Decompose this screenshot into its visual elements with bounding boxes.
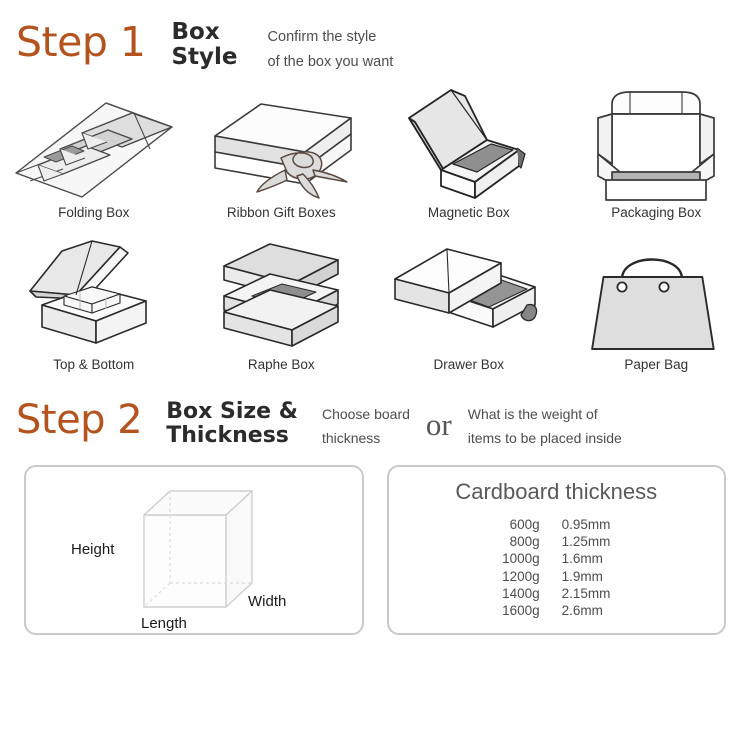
thickness-row: 1400g 2.15mm: [502, 585, 610, 602]
cardboard-thickness-table: 600g 0.95mm 800g 1.25mm 1000g 1.6mm 1200g 1.9mm…: [502, 516, 610, 620]
ribbon-gift-box-art: [188, 88, 376, 206]
cardboard-thickness-panel[interactable]: Cardboard thickness 600g 0.95mm 800g 1.25mm…: [386, 464, 726, 635]
step-1-header: Step 1 Box Style Confirm the style of th…: [0, 0, 750, 76]
thickness-row: 1200g 1.9mm: [502, 568, 610, 585]
magnetic-box-art: [375, 88, 563, 206]
box-style-option-packaging-box[interactable]: Packaging Box: [563, 88, 750, 240]
thickness-row: 600g 0.95mm: [502, 516, 611, 533]
box-style-caption: Raphe Box: [247, 356, 315, 372]
thickness-row-thickness: 1.6mm: [561, 551, 603, 567]
box-style-option-paper-bag[interactable]: Paper Bag: [563, 240, 750, 392]
box-style-caption: Drawer Box: [433, 356, 505, 372]
raphe-box-icon: [223, 242, 340, 347]
paper-bag-art: [563, 240, 750, 358]
thickness-row-thickness: 1.9mm: [561, 568, 603, 584]
top-bottom-box-art: [0, 239, 188, 358]
thickness-row-weight: 1600g: [502, 603, 540, 619]
step-2-desc-a-line-1: Choose board: [321, 405, 410, 422]
drawer-box-icon: [393, 247, 537, 328]
dimension-label-length: Length: [141, 614, 187, 632]
folding-box-icon: [15, 102, 173, 198]
thickness-row-weight: 600g: [509, 516, 540, 532]
box-style-option-ribbon-gift-boxes[interactable]: Ribbon Gift Boxes: [188, 88, 376, 240]
thickness-row-thickness: 1.25mm: [561, 534, 611, 550]
thickness-row-thickness: 2.15mm: [561, 585, 611, 601]
step-2-header: Step 2 Box Size & Thickness Choose board…: [0, 392, 750, 451]
thickness-row: 1000g 1.6mm: [502, 550, 610, 567]
cube-wireframe-icon: [143, 490, 253, 608]
thickness-row-weight: 1400g: [502, 585, 540, 601]
paper-bag-icon: [591, 258, 715, 350]
drawer-box-art: [375, 240, 563, 358]
step-2-desc-b-line-2: items to be placed inside: [467, 430, 622, 447]
thickness-row-weight: 800g: [509, 534, 540, 550]
step-2-desc-a-line-2: thickness: [321, 430, 381, 447]
box-style-option-magnetic-box[interactable]: Magnetic Box: [375, 88, 563, 240]
box-style-caption: Paper Bag: [624, 356, 689, 372]
raphe-box-art: [188, 240, 376, 358]
box-style-caption: Magnetic Box: [427, 204, 510, 220]
step-1-desc-line-2: of the box you want: [267, 54, 394, 71]
box-style-caption: Folding Box: [58, 204, 130, 220]
step-1-title: Box Style: [171, 20, 237, 70]
top-bottom-box-icon: [28, 239, 147, 344]
step-2-label: Step 2: [16, 396, 143, 443]
thickness-row-weight: 1200g: [502, 568, 540, 584]
step-1-label: Step 1: [16, 18, 146, 66]
box-style-option-raphe-box[interactable]: Raphe Box: [188, 240, 376, 392]
thickness-row: 800g 1.25mm: [502, 533, 611, 550]
thickness-row-weight: 1000g: [502, 551, 540, 567]
step-2-panels: Height Width Length Cardboard thickness …: [0, 464, 750, 635]
step-2-title: Box Size & Thickness: [166, 398, 298, 448]
step-1-title-line-2: Style: [171, 43, 238, 70]
step-2-title-line-2: Thickness: [166, 422, 289, 448]
box-style-caption: Ribbon Gift Boxes: [226, 204, 336, 220]
box-style-option-folding-box[interactable]: Folding Box: [0, 88, 188, 240]
thickness-row-thickness: 0.95mm: [561, 516, 611, 532]
step-1-title-line-1: Box: [171, 19, 220, 45]
ribbon-gift-box-icon: [214, 102, 353, 199]
step-2-description-weight: What is the weight of items to be placed…: [468, 402, 622, 451]
dimension-label-height: Height: [71, 540, 115, 558]
box-dimensions-panel[interactable]: Height Width Length: [24, 464, 364, 635]
cardboard-thickness-title: Cardboard thickness: [455, 478, 658, 504]
packaging-box-icon: [597, 90, 716, 201]
box-style-option-top-bottom[interactable]: Top & Bottom: [0, 239, 188, 392]
step-2-desc-b-line-1: What is the weight of: [467, 405, 598, 422]
box-style-grid: Folding Box Rib: [0, 88, 750, 392]
box-style-caption: Top & Bottom: [53, 356, 135, 372]
box-style-option-drawer-box[interactable]: Drawer Box: [375, 240, 563, 392]
or-separator: or: [425, 406, 452, 442]
thickness-row: 1600g 2.6mm: [502, 602, 610, 619]
dimension-label-width: Width: [248, 592, 287, 610]
step-2-title-line-1: Box Size &: [166, 398, 298, 424]
folding-box-art: [0, 88, 188, 206]
step-1-description: Confirm the style of the box you want: [268, 25, 394, 76]
thickness-row-thickness: 2.6mm: [561, 603, 603, 619]
packaging-box-art: [563, 88, 750, 206]
box-style-caption: Packaging Box: [611, 204, 702, 220]
magnetic-box-icon: [407, 88, 526, 199]
step-2-description-board: Choose board thickness: [322, 402, 410, 451]
step-2-description: Choose board thickness or What is the we…: [322, 402, 622, 451]
step-1-desc-line-1: Confirm the style: [267, 29, 377, 45]
